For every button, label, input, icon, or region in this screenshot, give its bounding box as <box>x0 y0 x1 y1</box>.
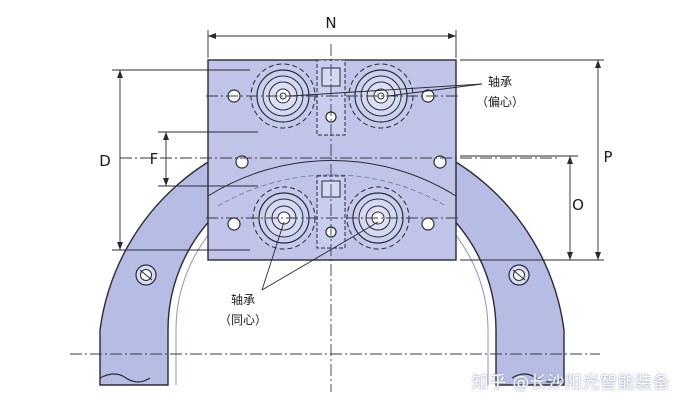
plate-hole-bottom-right <box>421 217 435 231</box>
bearing-concentric-left <box>252 186 316 250</box>
label-P: P <box>603 148 612 166</box>
plate-hole-mid-right <box>433 155 447 169</box>
plate-hole-mid-left <box>235 155 249 169</box>
ring-hole-left <box>135 264 157 286</box>
label-F: F <box>150 150 159 168</box>
dimensions <box>112 30 604 261</box>
label-bearing-eccentric-1: 轴承 <box>488 74 512 89</box>
label-bearing-concentric-2: （同心） <box>219 313 267 327</box>
ring-break-left <box>99 373 151 383</box>
plate-hole-bottom-left <box>227 217 241 231</box>
label-D: D <box>99 152 111 170</box>
label-N: N <box>325 14 336 32</box>
ring-break-right <box>511 373 565 383</box>
leader-lines <box>261 83 483 291</box>
ring-track-over-plate <box>207 160 457 197</box>
dimension-arrows <box>117 33 601 260</box>
ring-hole-right <box>508 264 530 286</box>
label-O: O <box>572 196 584 214</box>
watermark: 知乎 @长沙阳光智能装备 <box>471 373 670 393</box>
label-bearing-concentric-1: 轴承 <box>231 292 255 307</box>
label-bearing-eccentric-2: （偏心） <box>476 94 524 109</box>
center-lines <box>70 44 600 392</box>
